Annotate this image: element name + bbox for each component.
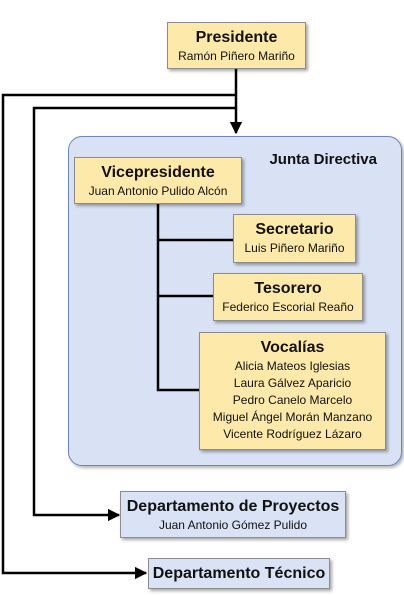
vicepresident-name: Juan Antonio Pulido Alcón <box>88 184 228 198</box>
president-box: Presidente Ramón Piñero Mariño <box>167 22 306 69</box>
vocal-member: Laura Gálvez Aparicio <box>233 376 352 390</box>
vicepresident-box: Vicepresidente Juan Antonio Pulido Alcón <box>74 157 242 204</box>
president-title: Presidente <box>195 29 278 46</box>
technical-department-box: Departamento Técnico <box>148 558 330 589</box>
treasurer-box: Tesorero Federico Escorial Reaño <box>213 273 363 321</box>
vicepresident-title: Vicepresidente <box>101 164 215 181</box>
treasurer-title: Tesorero <box>254 280 322 297</box>
projects-department-box: Departamento de Proyectos Juan Antonio G… <box>120 491 346 538</box>
president-to-technical-connector <box>1 93 236 580</box>
president-to-projects-connector <box>32 106 236 522</box>
vocals-box: Vocalías Alicia Mateos Iglesias Laura Gá… <box>199 332 386 450</box>
technical-department-title: Departamento Técnico <box>152 565 326 582</box>
projects-department-title: Departamento de Proyectos <box>126 498 340 515</box>
treasurer-name: Federico Escorial Reaño <box>222 300 354 314</box>
vocal-member: Alicia Mateos Iglesias <box>234 359 351 373</box>
vocal-member: Pedro Canelo Marcelo <box>232 393 353 407</box>
vocal-member: Vicente Rodríguez Lázaro <box>223 427 362 441</box>
vocals-title: Vocalías <box>260 339 325 356</box>
junta-directiva-title: Junta Directiva <box>269 151 377 168</box>
projects-department-name: Juan Antonio Gómez Pulido <box>158 518 308 532</box>
secretary-box: Secretario Luis Piñero Mariño <box>233 214 356 263</box>
secretary-name: Luis Piñero Mariño <box>244 241 345 255</box>
vocal-member: Miguel Ángel Morán Manzano <box>212 410 373 424</box>
vicepresident-trunk-connector <box>156 204 199 392</box>
secretary-title: Secretario <box>255 221 334 238</box>
president-name: Ramón Piñero Mariño <box>178 49 295 63</box>
